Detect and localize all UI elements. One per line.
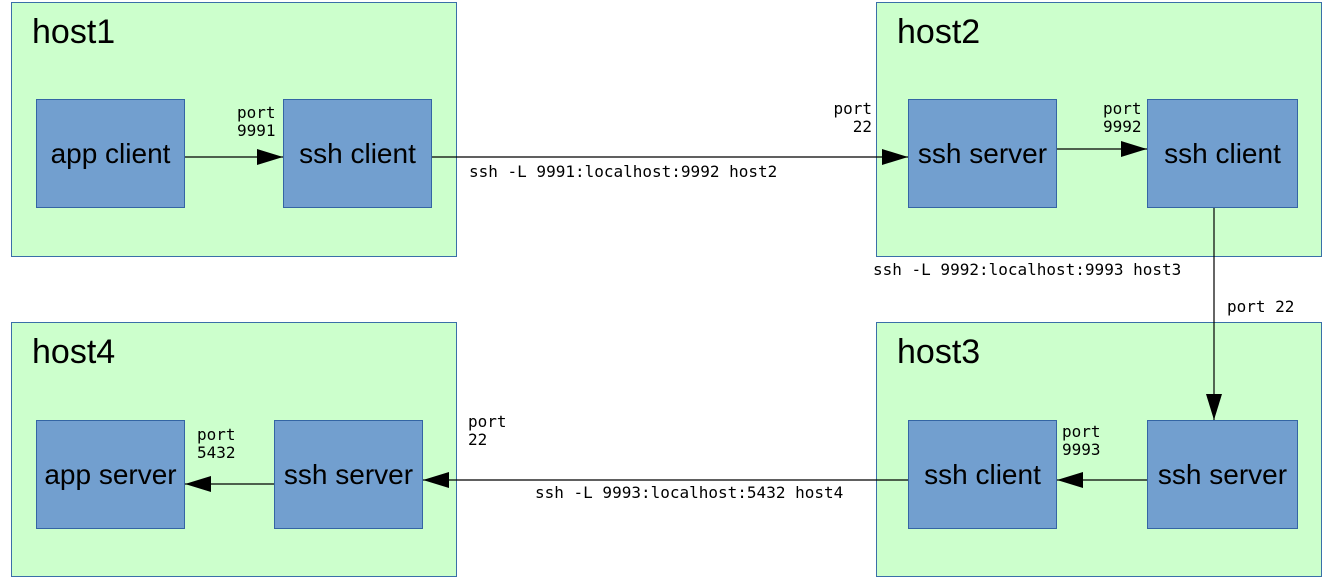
command-ssh-host2: ssh -L 9991:localhost:9992 host2: [469, 162, 778, 181]
host2-ssh-server-box: ssh server: [908, 99, 1057, 208]
command-ssh-host4: ssh -L 9993:localhost:5432 host4: [535, 483, 844, 502]
host2-ssh-client-box: ssh client: [1147, 99, 1298, 208]
host4-app-server-box: app server: [36, 420, 185, 529]
host3-port-fwd-label: port 9993: [1062, 422, 1101, 459]
host3-ssh-client-box: ssh client: [908, 420, 1057, 529]
host3-port-in-label: port 22: [1227, 297, 1295, 316]
host3-title: host3: [897, 333, 981, 371]
host4-port-in-label: port 22: [468, 412, 507, 449]
host4-port-app-label: port 5432: [197, 425, 236, 462]
host4-title: host4: [32, 333, 116, 371]
host2-port-fwd-label: port 9992: [1103, 99, 1142, 136]
host2-port-in-label: port 22: [833, 99, 872, 136]
host1-ssh-client-box: ssh client: [283, 99, 432, 208]
host1-title: host1: [32, 13, 116, 51]
host3-ssh-server-box: ssh server: [1147, 420, 1298, 529]
host1-app-client-box: app client: [36, 99, 185, 208]
host4-ssh-server-box: ssh server: [274, 420, 423, 529]
host2-title: host2: [897, 13, 981, 51]
host1-port-label: port 9991: [237, 103, 276, 140]
command-ssh-host3: ssh -L 9992:localhost:9993 host3: [873, 260, 1182, 279]
